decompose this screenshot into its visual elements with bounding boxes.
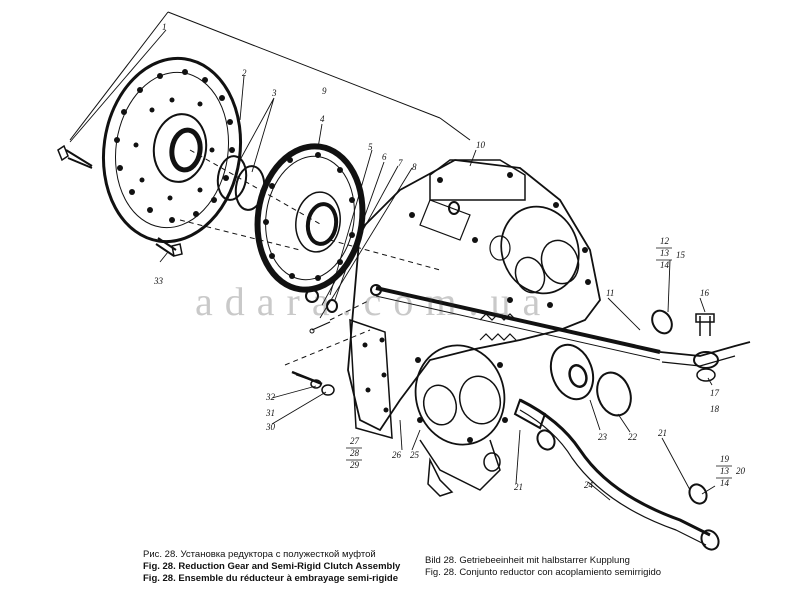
callout-25: 25 xyxy=(410,450,420,460)
bolt-part-33 xyxy=(155,237,183,257)
hose-clamp-part-15 xyxy=(651,309,673,335)
seal-ring-part-22 xyxy=(596,371,632,417)
callout-9: 9 xyxy=(322,86,327,96)
callout-31: 31 xyxy=(265,408,275,418)
banjo-fitting-parts-16-18 xyxy=(659,313,751,382)
caption-french: Fig. 28. Ensemble du réducteur à embraya… xyxy=(143,573,399,584)
caption-english: Fig. 28. Reduction Gear and Semi-Rigid C… xyxy=(143,561,401,572)
callout-24: 24 xyxy=(584,480,594,490)
flange-part-23 xyxy=(549,343,595,401)
callout-15: 15 xyxy=(676,250,686,260)
callout-5: 5 xyxy=(368,142,373,152)
callout-29: 29 xyxy=(350,460,360,470)
lower-fitting xyxy=(427,452,501,497)
callout-group-rules xyxy=(346,247,732,479)
callout-10: 10 xyxy=(476,140,486,150)
callout-14-lower: 14 xyxy=(720,478,730,488)
callout-3: 3 xyxy=(271,88,277,98)
flange-disc-part-1 xyxy=(101,56,243,244)
caption-spanish: Fig. 28. Conjunto reductor con acoplamie… xyxy=(425,567,662,578)
callout-11: 11 xyxy=(606,288,614,298)
housing-bolt-heads xyxy=(362,172,591,443)
callout-14-upper: 14 xyxy=(660,260,670,270)
hose-part-24 xyxy=(519,398,720,551)
callout-23: 23 xyxy=(598,432,608,442)
callout-21-right: 21 xyxy=(658,428,667,438)
hose-part-11 xyxy=(370,284,661,361)
callout-labels: 1 2 3 4 5 6 7 8 9 10 11 12 13 14 15 16 1… xyxy=(153,22,746,492)
callout-22: 22 xyxy=(628,432,638,442)
hose-fitting-part-21 xyxy=(513,398,708,505)
caption-russian: Рис. 28. Установка редуктора с полужестк… xyxy=(143,549,376,560)
callout-17: 17 xyxy=(710,388,720,398)
callout-7: 7 xyxy=(398,158,403,168)
callout-28: 28 xyxy=(350,448,360,458)
callout-26: 26 xyxy=(392,450,402,460)
callout-4: 4 xyxy=(320,114,325,124)
callout-13-upper: 13 xyxy=(660,248,670,258)
caption-german: Bild 28. Getriebeeinheit mit halbstarrer… xyxy=(425,555,630,566)
callout-21-left: 21 xyxy=(514,482,523,492)
callout-13-lower: 13 xyxy=(720,466,730,476)
callout-33: 33 xyxy=(153,276,164,286)
callout-20: 20 xyxy=(736,466,746,476)
callout-2: 2 xyxy=(242,68,247,78)
callout-18: 18 xyxy=(710,404,720,414)
callout-8: 8 xyxy=(412,162,417,172)
callout-19: 19 xyxy=(720,454,730,464)
reduction-gear-housing xyxy=(347,159,601,491)
bracket-lines xyxy=(69,11,471,141)
watermark: adara.com.ua xyxy=(195,279,553,324)
leader-lines xyxy=(69,29,716,501)
callout-27: 27 xyxy=(350,436,360,446)
callout-30: 30 xyxy=(265,422,276,432)
assembly-center-lines xyxy=(179,149,441,366)
callout-1: 1 xyxy=(162,22,167,32)
bolt xyxy=(57,144,93,169)
callout-12: 12 xyxy=(660,236,670,246)
callout-32: 32 xyxy=(265,392,276,402)
callout-6: 6 xyxy=(382,152,387,162)
callout-16: 16 xyxy=(700,288,710,298)
